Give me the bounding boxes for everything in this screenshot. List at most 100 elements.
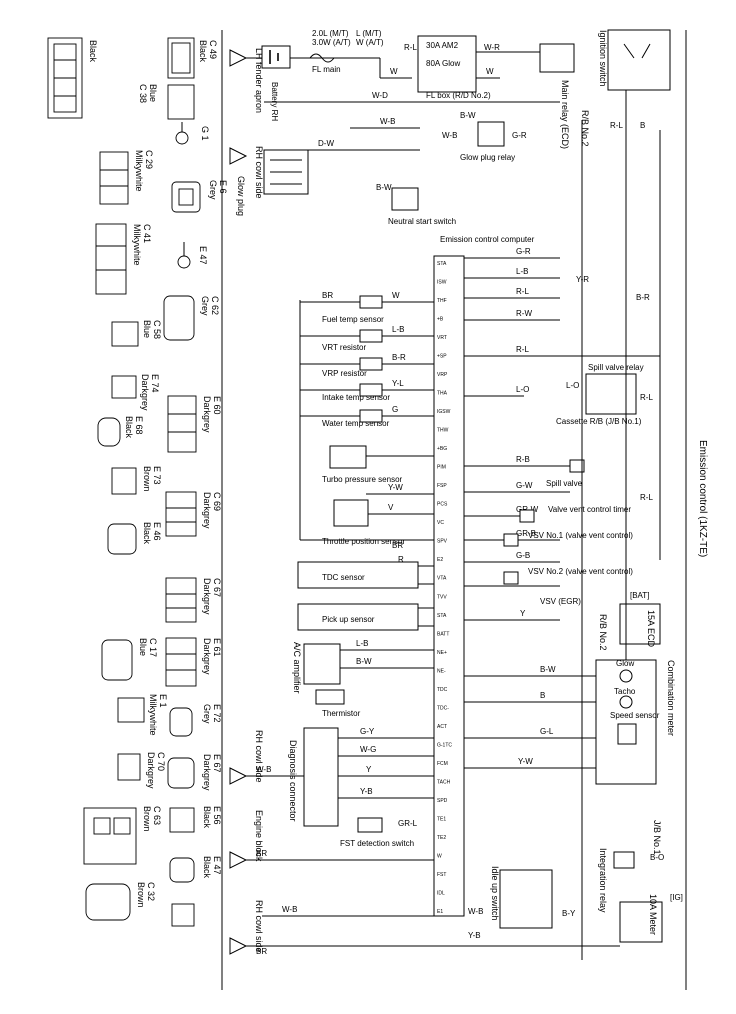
- ecu-pin-label: STA: [437, 613, 447, 619]
- connector-c69-code: C 69: [212, 492, 222, 511]
- power-section: Battery RH 2.0L (M/T) 3.0W (A/T) FL main…: [246, 29, 671, 149]
- cassette-rb-label: Cassette R/B (J/B No.1): [556, 417, 642, 426]
- ig-tag: [IG]: [670, 893, 683, 902]
- ecu-pin-label: TDC: [437, 687, 448, 693]
- vsv-no1-label: VSV No.1 (valve vent control): [528, 531, 633, 540]
- connector-e47-bottom: Black E 47: [169, 856, 222, 927]
- vsv-no2: [503, 571, 519, 585]
- ground-rh-cowl-3: RH cowl side: [229, 900, 264, 955]
- spill-valve-relay-label: Spill valve relay: [588, 363, 644, 372]
- turbo-pressure-sensor-label: Turbo pressure sensor: [322, 475, 403, 484]
- connector-c58-code: C 58: [152, 320, 162, 339]
- ecu-pin-label: ACT: [437, 724, 447, 730]
- right-outputs: G-R L-B R-L R-W Y-R R-L L-O Spill valve …: [464, 247, 683, 943]
- integration-relay: [613, 851, 635, 869]
- svg-text:Y: Y: [366, 765, 372, 774]
- ecu-pin-label: TACH: [437, 779, 451, 785]
- thermistor: [315, 689, 345, 705]
- ecu-pin-list: STAISWTHF+BVRT+SPVRPTHAIGSWTHW+BGPIMFSPP…: [437, 261, 452, 915]
- connector-c32-color: Brown: [136, 882, 146, 908]
- svg-text:L-B: L-B: [392, 325, 404, 334]
- connector-e56-color: Black: [202, 806, 212, 829]
- connector-c41-color: Milkywhite: [132, 224, 142, 266]
- connector-e60: Darkgrey E 60: [167, 395, 222, 453]
- svg-text:W-R: W-R: [484, 43, 500, 52]
- svg-text:BR: BR: [256, 947, 267, 956]
- connector-c63-code: C 63: [152, 806, 162, 825]
- main-relay: [539, 43, 575, 73]
- svg-text:Y-W: Y-W: [388, 483, 403, 492]
- glow-lamp: [619, 669, 633, 683]
- svg-text:W-D: W-D: [372, 91, 388, 100]
- ignition-switch: [607, 29, 671, 91]
- speed-sensor-label: Speed sensor: [610, 711, 660, 720]
- connector-e6-color: Grey: [208, 180, 218, 200]
- fl-box-label: FL box (R/D No.2): [426, 91, 491, 100]
- connector-e74-color: Darkgrey: [140, 374, 150, 411]
- glow-plug-label: Glow plug: [236, 176, 246, 216]
- ecu-pin-label: BATT: [437, 631, 449, 637]
- ecu-pin-label: SPD: [437, 798, 448, 804]
- meter-fuse: [619, 901, 663, 943]
- svg-text:Y-W: Y-W: [518, 757, 533, 766]
- rb-no2-label-lower: R/B No.2: [598, 614, 608, 651]
- tacho-label: Tacho: [614, 687, 636, 696]
- connector-c69-color: Darkgrey: [202, 492, 212, 529]
- svg-text:W-B: W-B: [380, 117, 395, 126]
- connector-c29-color: Milkywhite: [134, 150, 144, 192]
- neutral-start-switch: [391, 187, 419, 211]
- diagnosis-connector: [303, 727, 339, 827]
- throttle-position-sensor-label: Throttle position sensor: [322, 537, 405, 546]
- ecu-pin-label: E2: [437, 557, 443, 563]
- connector-c70-color: Darkgrey: [146, 752, 156, 789]
- svg-text:G-W: G-W: [516, 481, 533, 490]
- connector-c67: Darkgrey C 67: [165, 577, 222, 623]
- svg-text:D-W: D-W: [318, 139, 334, 148]
- ecu-pin-label: VTA: [437, 576, 447, 582]
- connector-c69: Darkgrey C 69: [165, 491, 222, 537]
- svg-text:W: W: [390, 67, 398, 76]
- svg-text:B-W: B-W: [460, 111, 476, 120]
- svg-text:B: B: [540, 691, 545, 700]
- connector-e56-code: E 56: [212, 806, 222, 825]
- connector-e61-code: E 61: [212, 638, 222, 657]
- svg-text:BR: BR: [322, 291, 333, 300]
- connector-c70: Darkgrey C 70: [117, 752, 166, 789]
- svg-text:G-Y: G-Y: [360, 727, 375, 736]
- ac-amplifier-label: A/C amplifier: [292, 642, 302, 694]
- svg-text:R-L: R-L: [516, 287, 529, 296]
- page-title: Emission control (1KZ-TE): [697, 440, 708, 557]
- svg-text:L-O: L-O: [516, 385, 529, 394]
- ecu-pin-label: VRP: [437, 372, 448, 378]
- spill-valve: [569, 459, 585, 473]
- svg-text:R-L: R-L: [516, 345, 529, 354]
- svg-text:L-O: L-O: [566, 381, 579, 390]
- svg-text:Y-L: Y-L: [392, 379, 404, 388]
- connector-c17: Blue C 17: [101, 638, 158, 681]
- valve-vent-timer: [519, 509, 535, 523]
- svg-text:B-W: B-W: [376, 183, 392, 192]
- connector-e60-code: E 60: [212, 396, 222, 415]
- ecu-label: Emission control computer: [440, 235, 535, 244]
- svg-text:W-G: W-G: [360, 745, 376, 754]
- connector-g1-code: G 1: [200, 126, 210, 141]
- connector-e68-code: E 68: [134, 416, 144, 435]
- fl-box: [417, 35, 477, 93]
- ecu-pin-label: TE2: [437, 835, 446, 841]
- connector-e46-code: E 46: [152, 522, 162, 541]
- ecu-pin-label: VC: [437, 520, 444, 526]
- svg-text:B-R: B-R: [636, 293, 650, 302]
- ecu-pin-label: +SP: [437, 354, 447, 360]
- ecu-pin-label: NE-: [437, 668, 446, 674]
- ecu-pin-label: G-1TC: [437, 742, 452, 748]
- ecu-pin-label: THW: [437, 428, 449, 434]
- connector-c49-code: C 49: [208, 40, 218, 59]
- glow-fuse-label: 80A Glow: [426, 59, 460, 68]
- svg-text:Y: Y: [520, 609, 526, 618]
- ground-lh-fender-label: LH fender apron: [254, 48, 264, 113]
- svg-text:R-L: R-L: [640, 493, 653, 502]
